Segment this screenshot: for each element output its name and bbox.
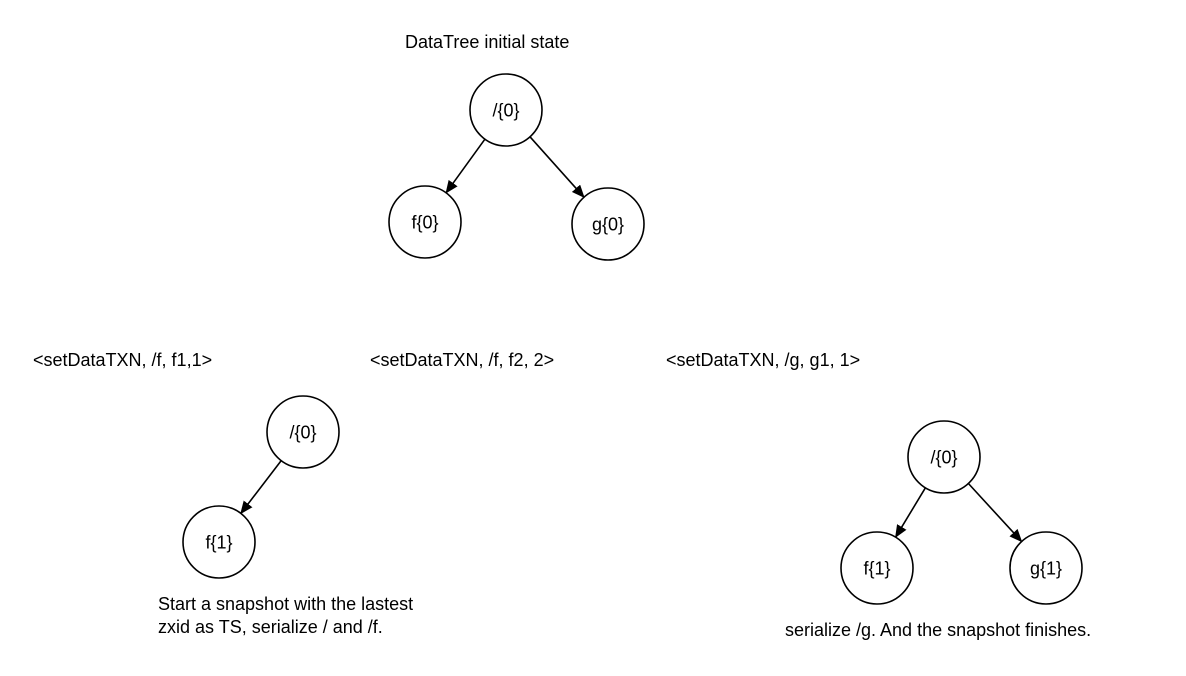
txn-label-2: <setDataTXN, /f, f2, 2> <box>370 350 555 370</box>
txn-label-3: <setDataTXN, /g, g1, 1> <box>666 350 861 370</box>
snapshot-finish-node-g-label: g{1} <box>1030 558 1062 578</box>
snapshot-start-edge-root-to-f <box>240 460 282 515</box>
snapshot-start-node-f-label: f{1} <box>205 532 232 552</box>
snapshot-start-tree: /{0} f{1} <box>182 395 340 579</box>
txn-label-1: <setDataTXN, /f, f1,1> <box>33 350 213 370</box>
snapshot-start-caption-line1: Start a snapshot with the lastest <box>158 594 414 614</box>
snapshot-start-node-f <box>182 505 256 579</box>
snapshot-start-node-root <box>266 395 340 469</box>
snapshot-finish-node-f-label: f{1} <box>863 558 890 578</box>
snapshot-finish-edge-root-to-g <box>967 482 1023 543</box>
initial-tree-title: DataTree initial state <box>405 32 570 52</box>
initial-node-f <box>388 185 462 259</box>
snapshot-start-node-root-label: /{0} <box>289 422 316 442</box>
snapshot-finish-node-root <box>907 420 981 494</box>
initial-node-g <box>571 187 645 261</box>
snapshot-finish-node-g <box>1009 531 1083 605</box>
snapshot-start-caption-line2: zxid as TS, serialize / and /f. <box>158 617 383 637</box>
initial-edge-root-to-g <box>529 136 585 198</box>
snapshot-finish-caption: serialize /g. And the snapshot finishes. <box>785 620 1092 640</box>
initial-edge-root-to-f <box>445 138 486 194</box>
snapshot-start-caption: Start a snapshot with the lastest zxid a… <box>158 593 488 639</box>
initial-node-g-label: g{0} <box>592 214 624 234</box>
initial-node-root <box>469 73 543 147</box>
initial-node-f-label: f{0} <box>411 212 438 232</box>
snapshot-finish-node-f <box>840 531 914 605</box>
initial-node-root-label: /{0} <box>492 100 519 120</box>
snapshot-finish-tree: /{0} f{1} g{1} <box>840 420 1083 605</box>
snapshot-finish-node-root-label: /{0} <box>930 447 957 467</box>
initial-tree: /{0} f{0} g{0} <box>388 73 645 261</box>
snapshot-finish-edge-root-to-f <box>894 487 927 539</box>
